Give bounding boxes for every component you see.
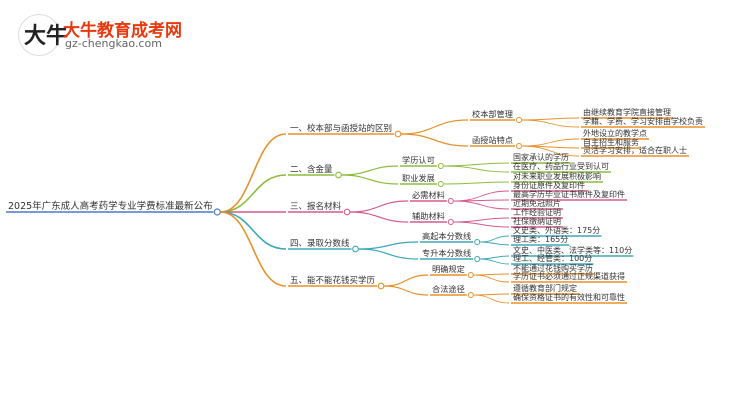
collapse-dot[interactable] xyxy=(335,171,342,179)
brand-name: 大牛教育成考网 xyxy=(63,21,182,41)
leaf-topic[interactable]: 不能通过花钱购买学历 xyxy=(513,263,593,273)
sub-topic[interactable]: 学历认可 xyxy=(402,155,435,165)
connector-line xyxy=(341,165,399,176)
sub-topic[interactable]: 校本部管理 xyxy=(472,109,513,119)
sub-topic[interactable]: 明确规定 xyxy=(432,264,465,274)
leaf-topic[interactable]: 社保缴纳证明 xyxy=(513,216,561,226)
connector-line xyxy=(443,165,510,173)
sub-topic[interactable]: 必需材料 xyxy=(412,190,445,200)
collapse-dot[interactable] xyxy=(474,256,481,262)
leaf-topic[interactable]: 理工类：165分 xyxy=(513,234,568,244)
leaf-topic[interactable]: 确保资格证书的有效性和可靠性 xyxy=(513,292,625,302)
leaf-topic[interactable]: 对未来职业发展积极影响 xyxy=(513,171,601,181)
connector-line xyxy=(220,174,287,213)
connector-line xyxy=(480,235,510,243)
connector-line xyxy=(358,248,419,260)
leaf-topic[interactable]: 理工、经管类：100分 xyxy=(513,253,592,263)
logo-emblem-icon xyxy=(18,14,60,56)
connector-line xyxy=(453,200,510,210)
connector-line xyxy=(473,274,510,283)
sub-topic[interactable]: 专升本分数线 xyxy=(422,248,471,258)
leaf-topic[interactable]: 身份证原件及复印件 xyxy=(513,180,585,190)
leaf-topic[interactable]: 外地设立的教学点 xyxy=(583,128,647,138)
leaf-topic[interactable]: 学籍、学费、学习安排由学校负责 xyxy=(583,116,703,126)
connector-line xyxy=(220,211,287,287)
leaf-topic[interactable]: 近期免冠照片 xyxy=(513,198,561,208)
connector-line xyxy=(480,258,510,265)
collapse-dot[interactable] xyxy=(467,272,474,278)
branch-topic[interactable]: 二、含金量 xyxy=(290,164,333,175)
connector-line xyxy=(400,133,469,147)
connector-line xyxy=(220,211,287,250)
leaf-topic[interactable]: 遵循教育部门规定 xyxy=(513,283,577,293)
connector-line xyxy=(453,221,510,228)
collapse-dot[interactable] xyxy=(377,282,385,290)
connector-line xyxy=(473,273,510,276)
sub-topic[interactable]: 辅助材料 xyxy=(412,211,445,221)
connector-line xyxy=(443,181,510,185)
connector-line xyxy=(473,294,510,304)
collapse-dot[interactable] xyxy=(343,208,351,216)
connector-line xyxy=(349,211,409,223)
connector-line xyxy=(220,133,287,213)
collapse-dot[interactable] xyxy=(213,208,221,216)
branch-topic[interactable]: 四、录取分数线 xyxy=(290,238,350,249)
connector-line xyxy=(383,274,429,287)
root-topic[interactable]: 2025年广东成人高考药学专业学费标准最新公布 xyxy=(8,200,213,212)
leaf-topic[interactable]: 由继续教育学院直接管理 xyxy=(583,107,671,117)
connector-line xyxy=(480,255,510,260)
collapse-dot[interactable] xyxy=(437,163,444,169)
connector-line xyxy=(473,293,510,296)
connector-line xyxy=(480,241,510,246)
branch-topic[interactable]: 五、能不能花钱买学历 xyxy=(290,275,376,286)
logo-mark: 大牛 xyxy=(24,23,69,49)
sub-topic[interactable]: 高起本分数线 xyxy=(422,231,471,241)
connector-line xyxy=(349,200,409,213)
brand-logo[interactable]: 大牛 大牛教育成考网 gz-chengkao.com xyxy=(18,14,248,56)
sub-topic[interactable]: 函授站特点 xyxy=(472,135,513,145)
leaf-topic[interactable]: 工作经验证明 xyxy=(513,207,561,217)
collapse-dot[interactable] xyxy=(394,130,402,138)
leaf-topic[interactable]: 自主招生和服务 xyxy=(583,137,639,147)
connector-line xyxy=(341,174,399,185)
connector-line xyxy=(400,119,469,135)
leaf-topic[interactable]: 在医疗、药品行业受到认可 xyxy=(513,161,609,171)
collapse-dot[interactable] xyxy=(467,292,474,298)
branch-topic[interactable]: 一、校本部与函授站的区别 xyxy=(290,123,392,134)
sub-topic[interactable]: 职业发展 xyxy=(402,173,435,183)
connector-line xyxy=(521,138,580,147)
collapse-dot[interactable] xyxy=(516,143,522,149)
collapse-dot[interactable] xyxy=(437,181,444,187)
connector-line xyxy=(453,190,510,202)
leaf-topic[interactable]: 学历证书必须通过正规渠道获得 xyxy=(513,271,625,281)
collapse-dot[interactable] xyxy=(352,245,359,253)
leaf-topic[interactable]: 文史、中医类、法学类等：110分 xyxy=(513,245,632,255)
branch-topic[interactable]: 三、报名材料 xyxy=(290,201,342,212)
collapse-dot[interactable] xyxy=(447,198,454,204)
connector-line xyxy=(443,162,510,167)
connector-line xyxy=(383,285,429,296)
sub-topic[interactable]: 合法途径 xyxy=(432,284,465,294)
connector-line xyxy=(521,145,580,157)
collapse-dot[interactable] xyxy=(447,219,454,225)
connector-line xyxy=(521,117,580,121)
connector-line xyxy=(358,241,419,250)
collapse-dot[interactable] xyxy=(516,117,522,123)
collapse-dot[interactable] xyxy=(474,239,481,245)
connector-line xyxy=(521,119,580,128)
leaf-topic[interactable]: 国家承认的学历 xyxy=(513,152,569,162)
leaf-topic[interactable]: 灵活学习安排，适合在职人士 xyxy=(583,145,687,155)
leaf-topic[interactable]: 最高学历毕业证书原件及复印件 xyxy=(513,189,625,199)
connector-line xyxy=(453,217,510,223)
leaf-topic[interactable]: 文史类、外语类：175分 xyxy=(513,225,600,235)
brand-url: gz-chengkao.com xyxy=(65,37,162,50)
